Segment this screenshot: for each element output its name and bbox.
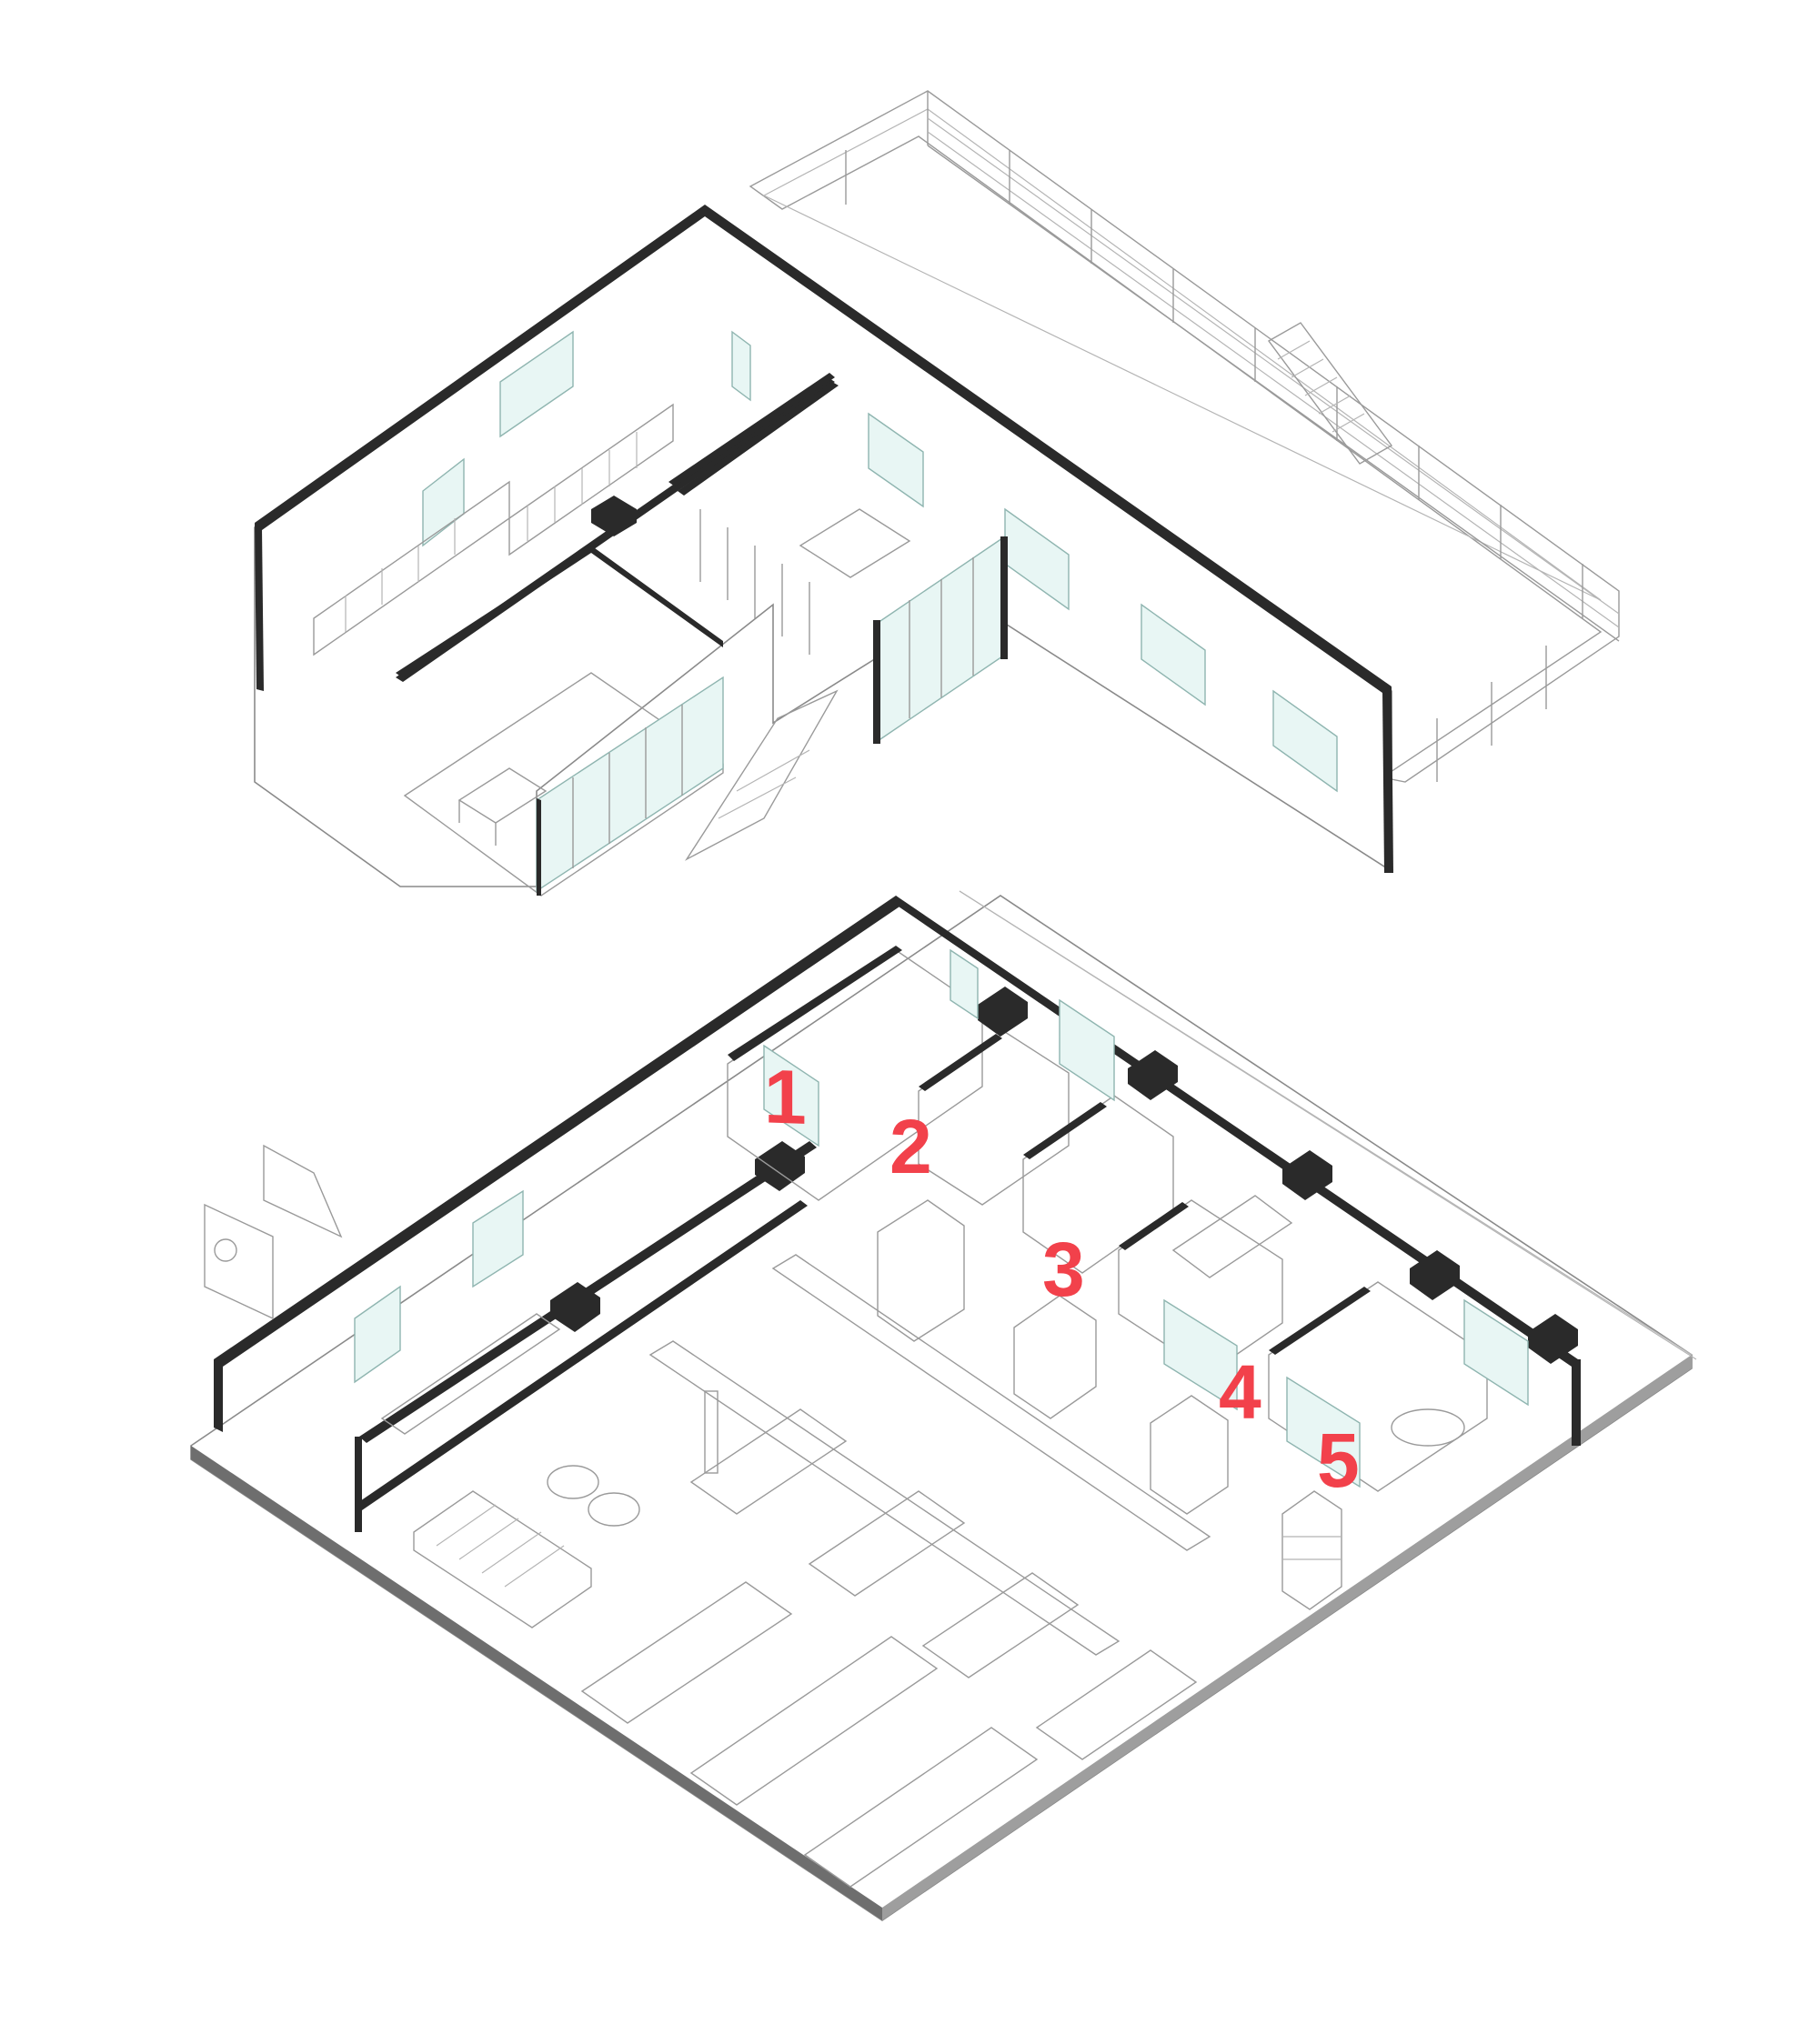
roof-terrace: [749, 90, 1620, 783]
room-label-1: 1: [764, 1053, 807, 1140]
lower-room-glazing: [354, 948, 1529, 1488]
roof-stair: [1267, 322, 1393, 465]
upper-shelving: [313, 403, 674, 656]
room-number-labels: 1 2 3 4 5: [764, 1053, 1360, 1503]
lower-stair: [413, 1490, 592, 1628]
stair-void: [684, 689, 839, 861]
railing-posts: [845, 150, 1583, 782]
upper-hall-cabinets: [699, 509, 810, 655]
lower-corridor-wall: [355, 1200, 808, 1510]
room-label-5: 5: [1317, 1418, 1360, 1503]
lower-rear-rooms: [727, 946, 1578, 1492]
lower-storage-units: [877, 1199, 1342, 1610]
upper-floor-plate: [254, 208, 1392, 887]
lower-slab-side-left: [191, 1446, 882, 1920]
lower-outer-wall-left: [214, 896, 905, 1367]
upper-right-wall-edge: [1382, 686, 1393, 873]
lounge-tables: [547, 1390, 1465, 1527]
desk-clusters: [580, 1195, 1293, 1888]
lower-shelving-rows: [380, 1254, 1211, 1656]
upper-back-wall: [255, 205, 1392, 693]
lower-slab-side-right: [882, 1355, 1692, 1920]
room-label-4: 4: [1219, 1349, 1261, 1435]
lower-entry-balcony: [204, 1144, 343, 1320]
upper-left-wall-edge: [255, 523, 264, 691]
upper-floor: [254, 90, 1620, 897]
room-label-3: 3: [1042, 1227, 1085, 1312]
upper-windows: [422, 330, 1338, 793]
lower-floor: 1 2 3 4 5: [190, 890, 1697, 1921]
upper-partition-stub: [591, 496, 637, 536]
upper-partition-wall-2: [668, 373, 835, 486]
room-label-2: 2: [889, 1104, 932, 1189]
upper-meeting-room-left: [396, 546, 724, 897]
upper-meeting-room-right: [678, 382, 1008, 744]
